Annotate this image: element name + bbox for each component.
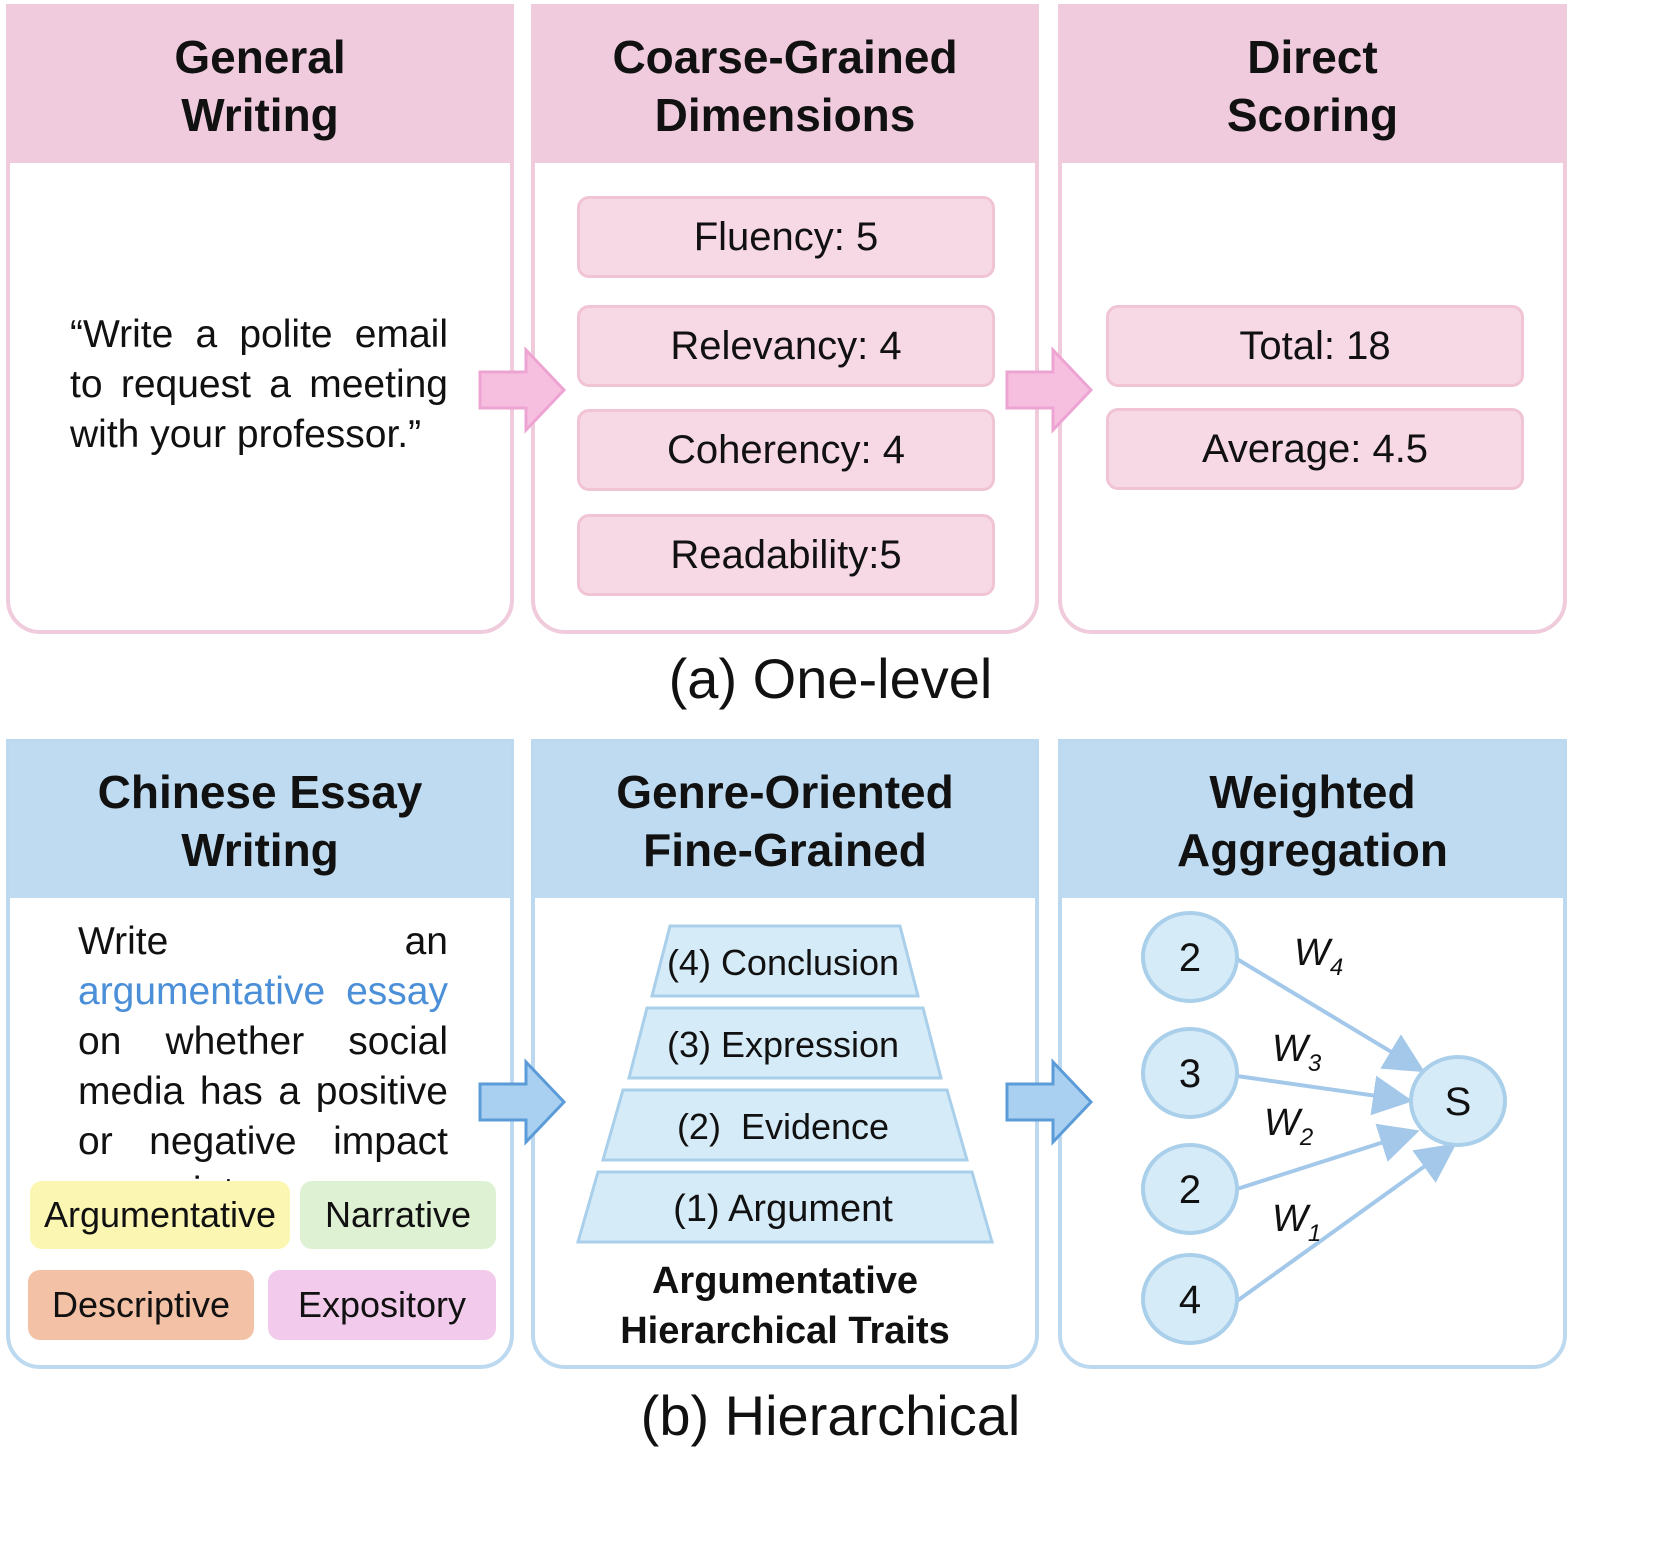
pyramid-label: Argumentative Hierarchical Traits bbox=[620, 1260, 950, 1352]
score-total: Total: 18 bbox=[1106, 305, 1524, 387]
score-node-3 bbox=[1141, 1143, 1239, 1235]
prompt-prefix: Write an bbox=[78, 920, 448, 963]
prompt-suffix: on whether social media has a positive o… bbox=[78, 1020, 448, 1213]
edge-w1 bbox=[1235, 1143, 1457, 1303]
arrow-right-icon bbox=[1005, 1058, 1094, 1146]
pyramid-level-3 bbox=[627, 1006, 943, 1080]
trait-evidence: (2) Evidence bbox=[677, 1106, 889, 1147]
node-value-4: 4 bbox=[1179, 1278, 1201, 1322]
arrow-right-icon bbox=[1005, 346, 1094, 434]
genre-tag-descriptive: Descriptive bbox=[28, 1270, 254, 1340]
weight-w3: W3 bbox=[1272, 1028, 1322, 1077]
panel-title: General Writing bbox=[10, 8, 510, 163]
panel-title: Direct Scoring bbox=[1062, 8, 1563, 163]
dimension-relevancy: Relevancy: 4 bbox=[577, 305, 995, 387]
prompt-highlight: argumentative essay bbox=[78, 970, 448, 1013]
node-value-2: 3 bbox=[1179, 1052, 1201, 1096]
node-value-1: 2 bbox=[1179, 936, 1201, 980]
genre-tag-argumentative: Argumentative bbox=[30, 1181, 290, 1249]
edge-w3 bbox=[1236, 1074, 1413, 1116]
caption-hierarchical: (b) Hierarchical bbox=[640, 1384, 1021, 1447]
pyramid-level-4 bbox=[650, 924, 920, 998]
score-node-2 bbox=[1141, 1027, 1239, 1119]
pyramid-level-1 bbox=[576, 1170, 994, 1244]
panel-general-writing: General Writing “Write a polite email to… bbox=[6, 4, 514, 634]
arrow-right-icon bbox=[478, 346, 567, 434]
genre-tag-expository: Expository bbox=[268, 1270, 496, 1340]
arrow-right-icon bbox=[478, 1058, 567, 1146]
weight-w1: W1 bbox=[1272, 1198, 1321, 1247]
panel-chinese-essay-writing: Chinese Essay Writing Write an argumenta… bbox=[6, 739, 514, 1369]
trait-argument: (1) Argument bbox=[673, 1188, 893, 1230]
panel-coarse-grained-dimensions: Coarse-Grained Dimensions Fluency: 5 Rel… bbox=[531, 4, 1039, 634]
caption-one-level: (a) One-level bbox=[668, 647, 993, 710]
panel-title: Coarse-Grained Dimensions bbox=[535, 8, 1035, 163]
edge-w4 bbox=[1235, 957, 1425, 1073]
panel-weighted-aggregation: Weighted Aggregation 2 3 2 4 S W4 W3 W2 … bbox=[1058, 739, 1567, 1369]
panel-title: Genre-Oriented Fine-Grained bbox=[535, 743, 1035, 898]
edge-w2 bbox=[1236, 1123, 1420, 1191]
pyramid-level-2 bbox=[601, 1088, 969, 1162]
weight-w4: W4 bbox=[1294, 932, 1343, 981]
dimension-readability: Readability:5 bbox=[577, 514, 995, 596]
aggregate-label: S bbox=[1445, 1080, 1472, 1124]
dimension-fluency: Fluency: 5 bbox=[577, 196, 995, 278]
aggregation-graph: 2 3 2 4 S W4 W3 W2 W1 bbox=[1141, 911, 1507, 1345]
score-node-1 bbox=[1141, 911, 1239, 1003]
trait-pyramid: (4) Conclusion (3) Expression (2) Eviden… bbox=[576, 924, 994, 1244]
score-node-4 bbox=[1141, 1253, 1239, 1345]
aggregate-node bbox=[1409, 1055, 1507, 1147]
panel-title: Weighted Aggregation bbox=[1062, 743, 1563, 898]
trait-expression: (3) Expression bbox=[667, 1024, 899, 1065]
dimension-coherency: Coherency: 4 bbox=[577, 409, 995, 491]
panel-genre-oriented-fine-grained: Genre-Oriented Fine-Grained (4) Conclusi… bbox=[531, 739, 1039, 1369]
weight-w2: W2 bbox=[1264, 1102, 1313, 1151]
score-average: Average: 4.5 bbox=[1106, 408, 1524, 490]
trait-conclusion: (4) Conclusion bbox=[667, 942, 899, 983]
panel-direct-scoring: Direct Scoring Total: 18 Average: 4.5 bbox=[1058, 4, 1567, 634]
prompt-text: “Write a polite email to request a meeti… bbox=[70, 313, 448, 456]
panel-title: Chinese Essay Writing bbox=[10, 743, 510, 898]
node-value-3: 2 bbox=[1179, 1168, 1201, 1212]
essay-prompt: Write an argumentative essay on whether … bbox=[78, 917, 448, 1217]
genre-tag-narrative: Narrative bbox=[300, 1181, 496, 1249]
